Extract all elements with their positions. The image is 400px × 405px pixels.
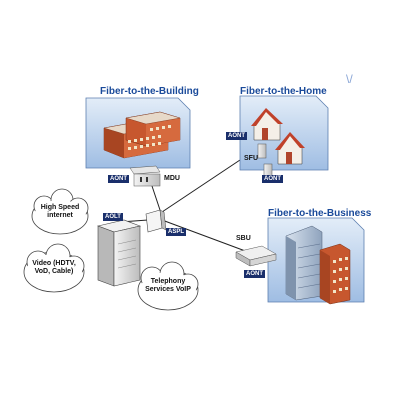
aont-tag-business: AONT — [244, 270, 265, 278]
panel-building — [85, 97, 191, 169]
cloud-video-label: Video (HDTV, VoD, Cable) — [32, 260, 76, 275]
office-tower-illustration — [285, 225, 351, 305]
mdu-label: MDU — [164, 175, 180, 182]
cloud-internet — [31, 188, 89, 235]
aspl-label: ASPL — [166, 228, 187, 236]
mdu-device — [129, 165, 161, 187]
aont-tag-building: AONT — [108, 175, 129, 183]
panel-title-home: Fiber-to-the-Home — [240, 86, 327, 97]
sbu-device — [235, 245, 277, 267]
corner-watermark: \/ — [346, 72, 353, 86]
aspl-splitter — [145, 209, 167, 233]
cloud-telephony-label: Telephony Services VoIP — [145, 278, 191, 293]
sfu-label: SFU — [244, 155, 258, 162]
link-splitter-home — [161, 159, 241, 213]
aont-tag-home-top: AONT — [226, 132, 247, 140]
aolt-server — [96, 219, 142, 287]
mdu-building-illustration — [103, 111, 181, 159]
link-splitter-business — [161, 219, 249, 253]
cloud-internet-label: High Speed internet — [40, 204, 80, 219]
panel-business — [267, 217, 365, 305]
panel-title-business: Fiber-to-the-Business — [268, 208, 372, 219]
cloud-video — [23, 243, 85, 293]
aont-tag-home-bottom: AONT — [262, 175, 283, 183]
aolt-label: AOLT — [103, 213, 123, 221]
sbu-label: SBU — [236, 235, 251, 242]
house-illustration — [251, 108, 305, 165]
panel-title-building: Fiber-to-the-Building — [100, 86, 199, 97]
cloud-telephony — [137, 261, 199, 311]
